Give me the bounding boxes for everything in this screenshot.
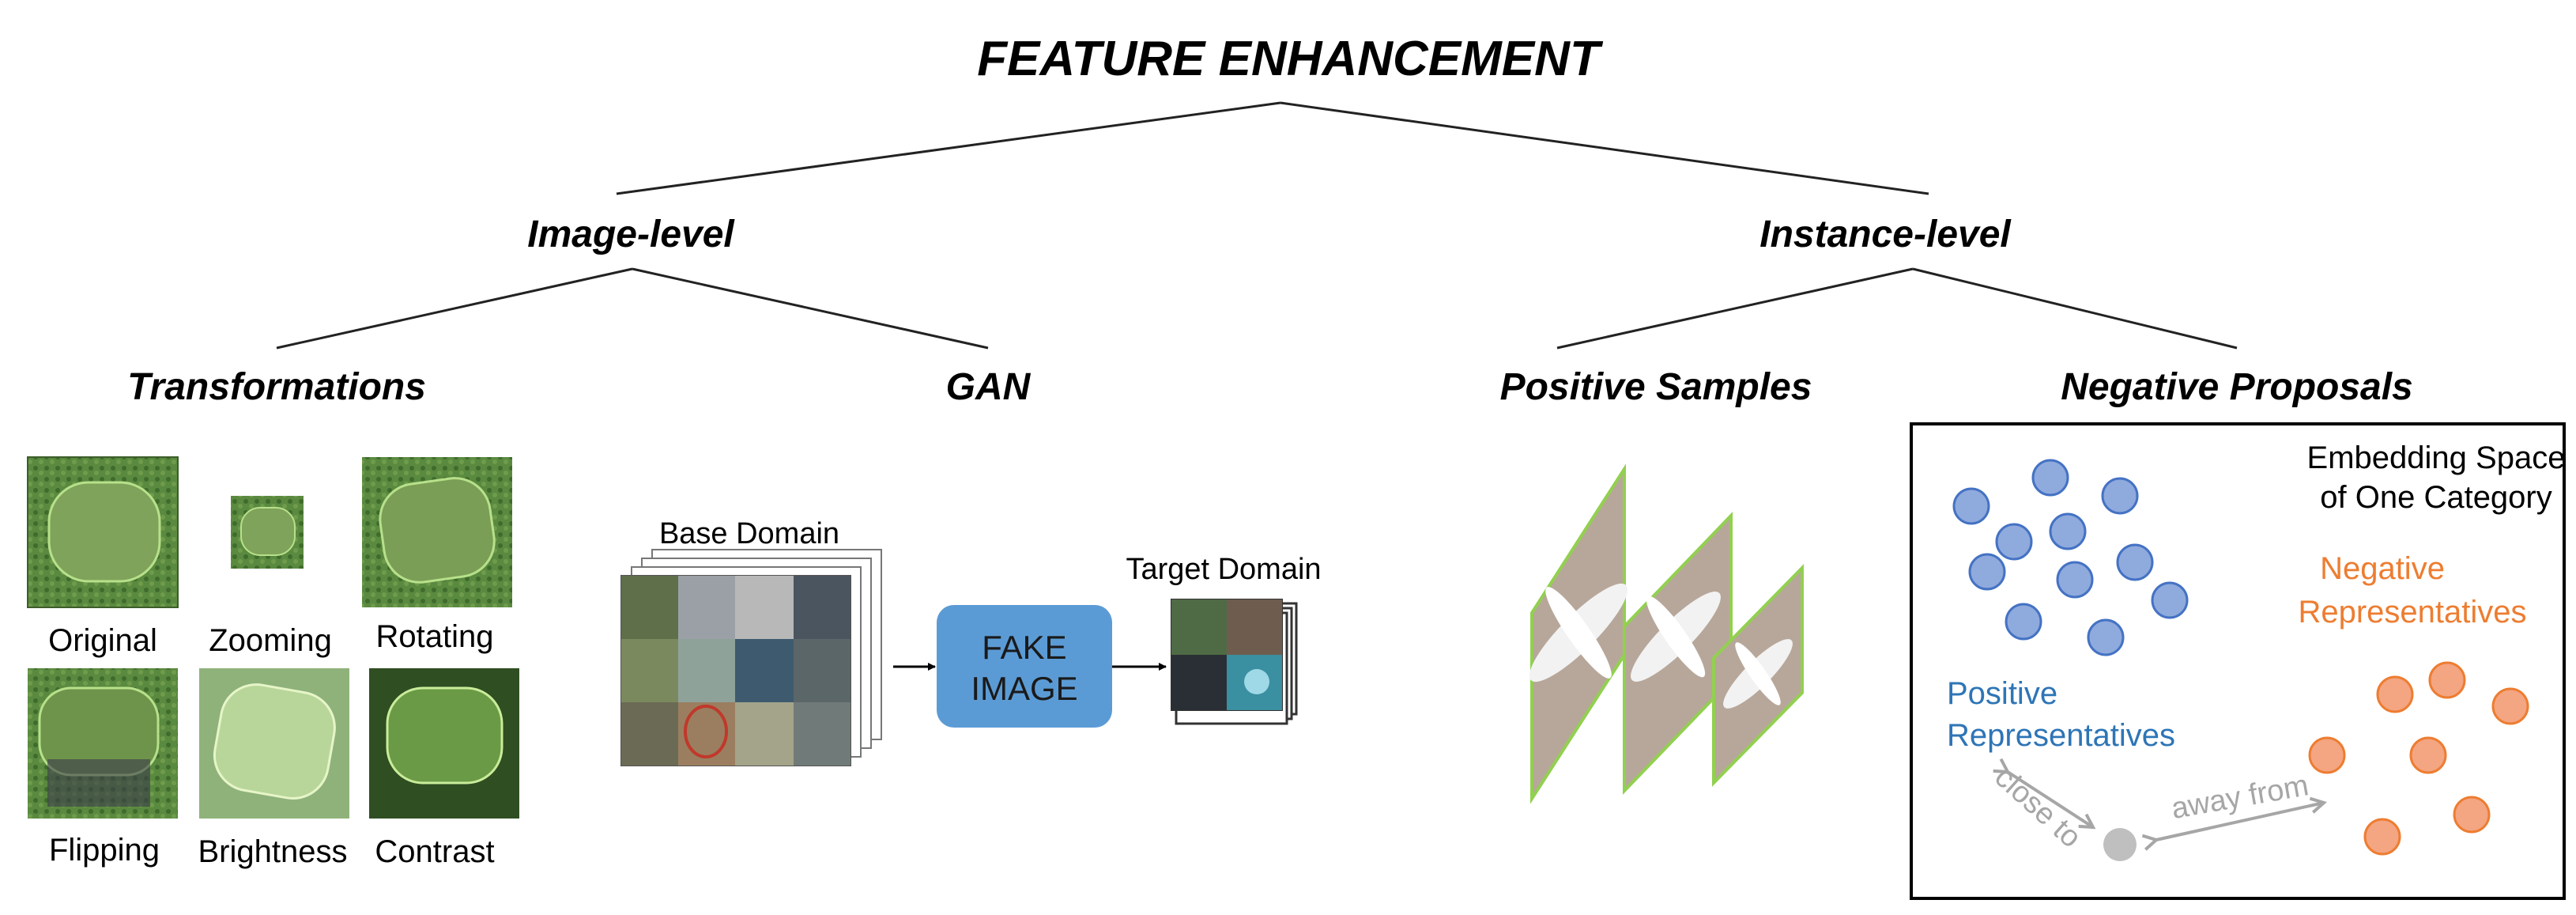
positive-representatives-line1: Positive [1947,676,2057,711]
base-domain-label: Base Domain [659,517,839,550]
label-brightness: Brightness [198,834,348,869]
gan-title: GAN [946,366,1032,408]
positive-dot [2005,603,2042,641]
root-title: FEATURE ENHANCEMENT [977,32,1604,86]
negative-dot [2376,675,2414,713]
positive-dot [2116,543,2154,581]
thumb-rotating [362,457,512,607]
positive-dot [2087,618,2125,656]
negative-representatives-line1: Negative [2320,551,2445,586]
positive-dot [1952,487,1990,525]
anchor-dot [2103,828,2137,861]
transformations-group: Original Zooming Rotating Flipping Brigh… [27,456,519,869]
airplane-crop-1 [1529,463,1628,804]
gan-group: Base Domain [620,517,1322,766]
positive-samples-group [1529,463,1804,804]
edge-root-image-level [616,101,1281,195]
edge-image-transformations [276,267,633,350]
image-level-title: Image-level [527,214,735,255]
thumb-zooming [231,496,304,569]
label-original: Original [48,623,157,658]
negative-proposals-title: Negative Proposals [2061,366,2413,408]
edge-image-gan [632,267,989,350]
negative-dot [2363,818,2401,856]
label-zooming: Zooming [209,623,332,658]
tree-lines [276,101,2238,350]
positive-dot [2101,477,2139,515]
thumb-original [27,456,179,608]
transformations-title: Transformations [127,366,426,408]
positive-dot [2056,561,2094,599]
negative-dot [2428,661,2466,699]
label-contrast: Contrast [375,834,494,869]
embedding-space-line2: of One Category [2320,480,2552,515]
airplane-crop-2 [1623,512,1733,795]
airplane-crop-3 [1712,564,1804,787]
positive-representatives-line2: Representatives [1947,718,2175,753]
target-domain-stack [1171,599,1298,725]
positive-dot [1968,553,2006,591]
instance-level-title: Instance-level [1759,214,2012,255]
base-domain-stack [620,549,882,766]
positive-dot [2031,459,2069,497]
negative-dots [2308,661,2529,856]
positive-dot [1995,523,2033,561]
embedding-space-line1: Embedding Space [2307,440,2566,475]
embedding-space-panel: Embedding Space of One Category Negative… [1910,422,2566,900]
positive-dot [2151,581,2189,619]
label-flipping: Flipping [49,833,160,868]
close-to-arrow [2008,772,2093,827]
fake-image-box: FAKE IMAGE [937,605,1112,728]
negative-dot [2308,736,2346,774]
label-rotating: Rotating [376,619,494,654]
edge-instance-negative [1912,267,2238,350]
negative-dot [2409,736,2447,774]
positive-dots [1952,459,2189,656]
fake-image-line2: IMAGE [971,670,1077,707]
edge-root-instance-level [1280,101,1929,195]
edge-instance-positive [1556,267,1914,350]
target-domain-label: Target Domain [1126,553,1321,586]
away-from-arrow [2156,803,2324,840]
negative-dot [2453,796,2491,834]
positive-samples-title: Positive Samples [1500,366,1812,408]
negative-dot [2491,687,2529,725]
thumb-flipping [28,668,178,819]
fake-image-line1: FAKE [982,629,1066,666]
positive-dot [2049,512,2087,550]
thumb-brightness [199,668,349,819]
negative-representatives-line2: Representatives [2298,595,2526,630]
thumb-contrast [369,668,519,819]
